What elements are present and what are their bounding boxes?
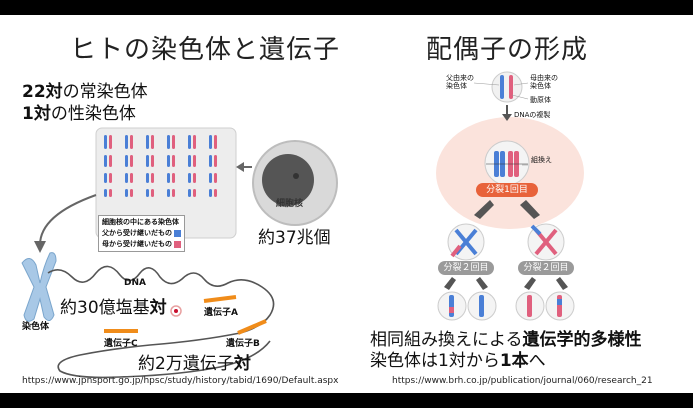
karyotype-chromosome: [130, 155, 133, 167]
crossover-label: 組換え: [531, 156, 552, 164]
chromosome-x: [21, 252, 57, 322]
karyotype-chromosome: [172, 173, 175, 183]
karyotype-chromosome: [151, 155, 154, 167]
right-source: https://www.brh.co.jp/publication/journa…: [392, 376, 653, 386]
karyotype-chromosomes: [104, 135, 217, 197]
karyotype-chromosome: [167, 135, 170, 149]
karyotype-chromosome: [209, 173, 212, 183]
karyotype-chromosome: [209, 135, 212, 149]
karyotype-chromosome: [188, 189, 191, 197]
karyotype-chromosome: [167, 189, 170, 197]
legend-title: 細胞核の中にある染色体: [102, 218, 179, 226]
gene-a-label: 遺伝子A: [204, 308, 238, 318]
karyotype-chromosome: [109, 189, 112, 197]
karyotype-chromosome: [188, 135, 191, 149]
karyotype-chromosome: [209, 155, 212, 167]
karyotype-chromosome: [193, 155, 196, 167]
autosome-line: 22対の常染色体: [22, 82, 148, 102]
karyotype-chromosome: [146, 173, 149, 183]
dna-strand: [47, 265, 275, 379]
karyotype-chromosome: [109, 135, 112, 149]
karyotype-chromosome: [172, 135, 175, 149]
gene-b-label: 遺伝子B: [226, 339, 260, 349]
curved-arrow: [39, 194, 97, 246]
karyotype-chromosome: [151, 173, 154, 183]
gene-count: 約2万遺伝子対: [138, 354, 251, 374]
left-title: ヒトの染色体と遺伝子: [70, 35, 341, 65]
karyotype-chromosome: [209, 189, 212, 197]
karyotype-chromosome: [109, 173, 112, 183]
karyotype-chromosome: [125, 189, 128, 197]
karyotype-chromosome: [146, 135, 149, 149]
karyotype-chromosome: [125, 173, 128, 183]
gametes: [437, 291, 575, 321]
karyotype-chromosome: [130, 189, 133, 197]
division2-left-pill: 分裂２回目: [438, 261, 494, 275]
gene-a-segment: [203, 295, 237, 303]
karyotype-chromosome: [151, 135, 154, 149]
diversity-line: 相同組み換えによる遺伝学的多様性: [370, 330, 642, 350]
paternal-label: 父由来の 染色体: [446, 74, 474, 90]
replicated-cell: [484, 140, 530, 186]
karyotype-chromosome: [193, 189, 196, 197]
karyotype-chromosome: [130, 173, 133, 183]
sex-chromosome-line: 1対の性染色体: [22, 104, 136, 124]
karyotype-chromosome: [130, 135, 133, 149]
left-source: https://www.jpnsport.go.jp/hpsc/study/hi…: [22, 376, 339, 386]
karyotype-chromosome: [104, 173, 107, 183]
karyotype-chromosome: [214, 189, 217, 197]
karyotype-chromosome: [146, 189, 149, 197]
legend-paternal: 父から受け継いだもの: [102, 228, 182, 239]
karyotype-chromosome: [172, 189, 175, 197]
karyotype-chromosome: [214, 155, 217, 167]
karyotype-chromosome: [167, 155, 170, 167]
karyotype-chromosome: [104, 189, 107, 197]
karyotype-chromosome: [214, 173, 217, 183]
top-cell: [491, 71, 523, 103]
karyotype-chromosome: [214, 135, 217, 149]
karyotype-chromosome: [193, 135, 196, 149]
reduction-line: 染色体は1対から1本へ: [370, 351, 546, 371]
karyotype-chromosome: [109, 155, 112, 167]
maternal-label: 母由来の 染色体: [530, 74, 558, 90]
chromosome-label: 染色体: [22, 322, 50, 332]
base-pairs: 約30億塩基対: [60, 298, 167, 318]
dna-label: DNA: [124, 278, 146, 288]
maternal-swatch: [174, 240, 182, 248]
karyotype-chromosome: [125, 135, 128, 149]
karyotype-chromosome: [167, 173, 170, 183]
nucleus: [262, 154, 314, 206]
right-title: 配偶子の形成: [426, 35, 589, 65]
division2-right-pill: 分裂２回目: [518, 261, 574, 275]
paternal-swatch: [174, 229, 182, 237]
cell-count: 約37兆個: [258, 228, 331, 248]
karyotype-chromosome: [104, 155, 107, 167]
karyotype-chromosome: [193, 173, 196, 183]
division1-pill: 分裂1回目: [476, 183, 538, 197]
karyotype-chromosome: [125, 155, 128, 167]
karyotype-chromosome: [151, 189, 154, 197]
karyotype-chromosome: [146, 155, 149, 167]
centromere-label: 動原体: [530, 96, 551, 104]
gene-c-label: 遺伝子C: [104, 339, 138, 349]
slide: ヒトの染色体と遺伝子 22対の常染色体 1対の性染色体 細胞核の中にある染色体 …: [0, 15, 693, 393]
karyotype-chromosome: [172, 155, 175, 167]
karyotype-chromosome: [188, 155, 191, 167]
karyotype-chromosome: [188, 173, 191, 183]
dna-replication-label: DNAの複製: [514, 111, 551, 119]
gene-b-segment: [237, 319, 267, 335]
legend-maternal: 母から受け継いだもの: [102, 239, 182, 250]
karyotype-legend: 細胞核の中にある染色体 父から受け継いだもの 母から受け継いだもの: [98, 215, 186, 252]
nucleus-label: 細胞核: [276, 199, 304, 209]
karyotype-chromosome: [104, 135, 107, 149]
illustration: [21, 71, 584, 379]
